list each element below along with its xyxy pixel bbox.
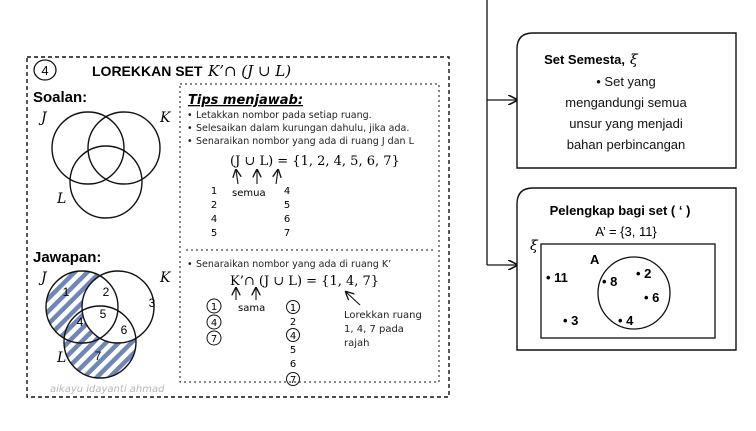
- union-arrows: [236, 170, 278, 185]
- right-list-item: 6: [290, 359, 296, 370]
- left-list-item: 1: [211, 302, 217, 313]
- region-number: 7: [95, 349, 102, 363]
- col-right-item: 7: [284, 228, 290, 239]
- soalan-venn: [51, 111, 161, 219]
- question-number-badge: [33, 59, 57, 81]
- pelengkap-card: Pelengkap bagi set ( ‘ ) A’ = {3, 11} ξ …: [516, 187, 737, 351]
- set-semesta-box: [516, 32, 737, 169]
- jawapan-venn: [45, 270, 155, 379]
- watermark: aikayu idayanti ahmad: [50, 384, 165, 395]
- question-title: LOREKKAN SET: [92, 63, 203, 79]
- region-number: 3: [149, 296, 156, 310]
- left-circled-list: [206, 298, 222, 346]
- final-arrows: [236, 288, 361, 306]
- outside-element: • 3: [563, 313, 578, 328]
- sama-label: sama: [238, 303, 265, 314]
- tips-bullets: • Letakkan nombor pada setiap ruang. • S…: [187, 110, 415, 147]
- col-left-item: 5: [211, 228, 217, 239]
- col-left-item: 1: [211, 186, 217, 197]
- jawapan-label: Jawapan:: [33, 249, 101, 266]
- right-list-item: 4: [290, 331, 296, 342]
- set-semesta-line: • Set yang: [596, 74, 655, 89]
- col-left-item: 2: [211, 200, 217, 211]
- semua-label: semua: [232, 188, 266, 199]
- set-a-label: A: [590, 252, 600, 267]
- soalan-set-k-label: K: [159, 110, 172, 126]
- union-columns: 1 2 4 5 4 5 6 7: [211, 186, 290, 239]
- left-list-item: 7: [211, 334, 217, 345]
- inside-element: • 8: [602, 274, 617, 289]
- region-number: 1: [63, 285, 70, 299]
- question-expression: K’∩ (J ∪ L): [207, 62, 291, 80]
- region-number: 6: [121, 323, 128, 337]
- soalan-circle-j: [51, 111, 125, 185]
- question-number: 4: [41, 63, 48, 78]
- final-expression: K’∩ (J ∪ L) = {1, 4, 7}: [230, 274, 379, 289]
- col-left-item: 4: [211, 214, 217, 225]
- jawapan-set-j-label: J: [38, 270, 48, 286]
- connector-lines: [486, 0, 517, 265]
- inside-element: • 2: [636, 266, 651, 281]
- soalan-circle-k: [87, 111, 161, 185]
- soalan-circle-l: [69, 145, 143, 219]
- set-semesta-line: unsur yang menjadi: [569, 116, 683, 131]
- jawapan-circle-j: [45, 270, 119, 344]
- shade-note-line: 1, 4, 7 pada: [344, 324, 404, 335]
- question-header: 4 LOREKKAN SET K’∩ (J ∪ L): [33, 59, 291, 81]
- pelengkap-expression: A’ = {3, 11}: [595, 224, 657, 239]
- tips-panel: [179, 83, 440, 383]
- jawapan-set-l-label: L: [56, 350, 66, 366]
- jawapan-region-numbers: 1 2 3 4 5 6 7: [63, 285, 156, 363]
- right-circled-list: [286, 300, 300, 386]
- tips-bullet: Selesaikan dalam kurungan dahulu, jika a…: [196, 123, 409, 134]
- set-semesta-symbol: ξ: [630, 52, 639, 68]
- set-semesta-title: Set Semesta,: [544, 52, 625, 67]
- shade-note-line: Lorekkan ruang: [344, 310, 422, 321]
- jawapan-circle-l: [63, 305, 137, 379]
- set-semesta-line: bahan perbincangan: [567, 137, 686, 152]
- shade-note: Lorekkan ruang 1, 4, 7 pada rajah: [344, 310, 422, 349]
- tips-bullet: Senaraikan nombor yang ada di ruang J da…: [196, 136, 415, 147]
- jawapan-set-k-label: K: [159, 270, 172, 286]
- universe-label: ξ: [530, 238, 539, 254]
- inside-element: • 4: [618, 313, 634, 328]
- col-right-item: 6: [284, 214, 290, 225]
- outside-element: • 11: [546, 270, 568, 285]
- set-semesta-card: Set Semesta, ξ • Set yang mengandungi se…: [516, 32, 737, 169]
- right-list-item: 1: [290, 303, 296, 314]
- set-semesta-line: mengandungi semua: [565, 95, 687, 110]
- col-right-item: 4: [284, 186, 290, 197]
- right-list-item: 2: [290, 317, 296, 328]
- left-list-item: 4: [211, 318, 217, 329]
- soalan-label: Soalan:: [33, 89, 87, 106]
- tips-bullet: Letakkan nombor pada setiap ruang.: [196, 110, 372, 121]
- right-list-item: 7: [290, 375, 296, 386]
- soalan-set-l-label: L: [56, 191, 66, 207]
- region-number: 2: [103, 285, 110, 299]
- right-list-item: 5: [290, 345, 296, 356]
- region-number: 4: [77, 315, 84, 329]
- tips-section: Tips menjawab: • Letakkan nombor pada se…: [186, 93, 436, 386]
- tips-bullet-kprime: Senaraikan nombor yang ada di ruang K’: [196, 259, 391, 270]
- svg-text:•: •: [187, 136, 193, 147]
- universe-rectangle: [540, 243, 716, 339]
- shade-note-line: rajah: [344, 338, 369, 349]
- pelengkap-box: [516, 187, 737, 351]
- inside-element: • 6: [644, 290, 659, 305]
- union-expression: (J ∪ L) = {1, 2, 4, 5, 6, 7}: [230, 154, 400, 169]
- set-a-circle: [597, 256, 671, 330]
- jawapan-section: Jawapan: J K L 1 2 3 4 5 6 7: [33, 249, 172, 379]
- col-right-item: 5: [284, 200, 290, 211]
- region-number: 5: [100, 307, 107, 321]
- svg-text:•: •: [187, 110, 193, 121]
- soalan-section: Soalan: J K L: [33, 89, 172, 219]
- svg-text:•: •: [187, 259, 193, 270]
- pelengkap-title: Pelengkap bagi set ( ‘ ): [550, 203, 691, 218]
- soalan-set-j-label: J: [38, 110, 48, 126]
- svg-text:•: •: [187, 123, 193, 134]
- question-panel: [26, 56, 450, 398]
- jawapan-circle-k: [81, 270, 155, 344]
- tips-heading: Tips menjawab:: [188, 93, 303, 108]
